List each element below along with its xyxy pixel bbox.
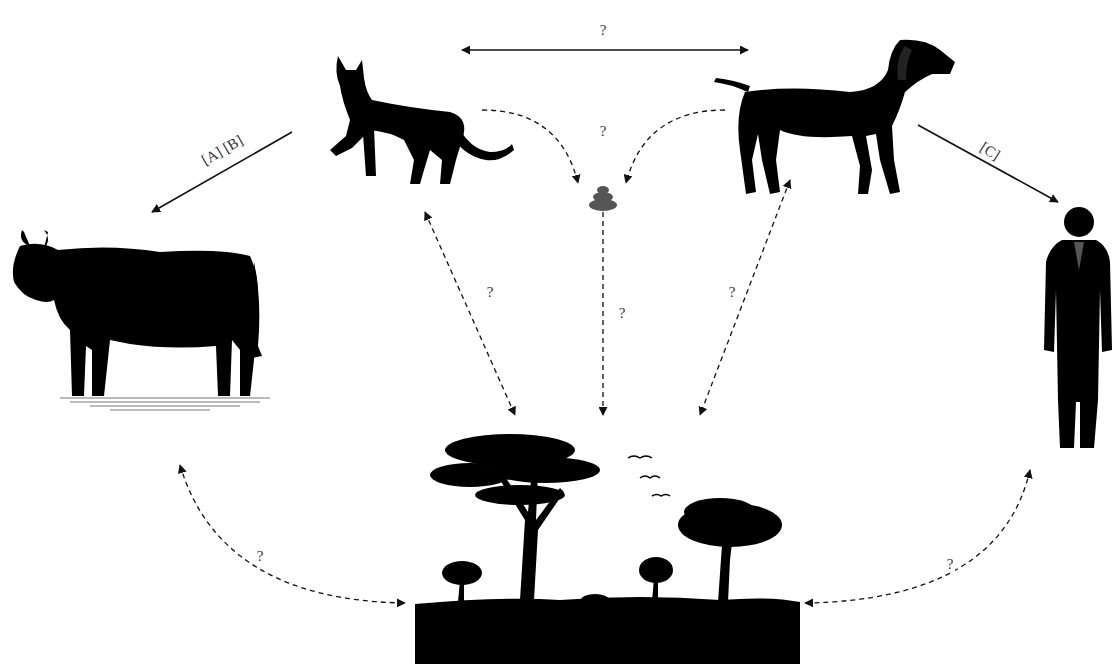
arrow-label: [C] [975,138,1004,165]
question-mark: ? [945,556,956,573]
question-mark: ? [485,284,496,301]
question-mark: ? [598,123,609,140]
question-mark: ? [598,22,609,39]
human-silhouette [1044,207,1112,448]
question-mark: ? [255,548,266,565]
birds [628,456,670,496]
ground-shading [60,398,270,410]
arrow-label: [A] [B] [197,131,247,170]
feces-icon [589,186,617,211]
question-mark: ? [727,284,738,301]
dashed-arrows [180,110,1030,603]
cow-silhouette [13,230,262,396]
question-mark: ? [617,305,628,322]
dog-silhouette [714,40,955,194]
cat-silhouette [330,56,514,184]
landscape-silhouette [415,434,800,664]
